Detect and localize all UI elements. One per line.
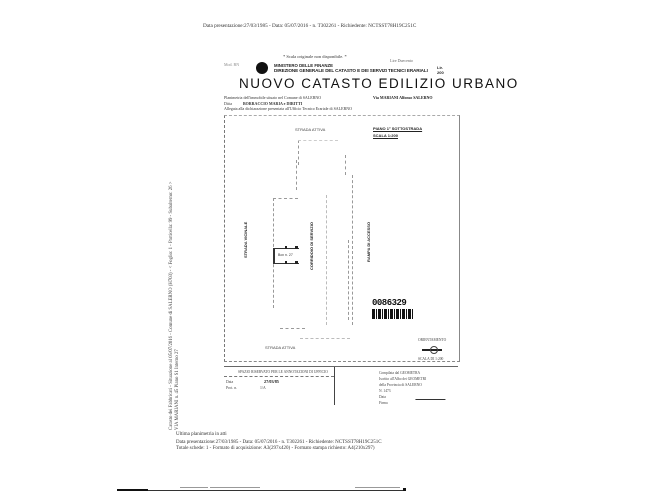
floor-plan-frame xyxy=(224,115,460,362)
plan-wall xyxy=(273,198,298,199)
surveyor-line: della Provincia di SALERNO xyxy=(379,383,422,387)
box-wall-top xyxy=(275,248,299,249)
box-corner xyxy=(295,261,298,264)
plan-wall xyxy=(280,328,305,329)
page-bottom-mark xyxy=(180,487,208,488)
protocol-value: 1/A xyxy=(260,386,266,390)
page-bottom-mark xyxy=(355,487,400,488)
surveyor-line: N. 1473 xyxy=(379,389,391,393)
stamp-number: 0086329 xyxy=(372,298,407,308)
plan-wall xyxy=(326,195,327,325)
owner-line: Ditta BORRACCIO MARIA e DIRITTI xyxy=(224,101,302,106)
table-header: SPAZIO RISERVATO PER LE ANNOTAZIONI DI U… xyxy=(238,370,328,374)
page-bottom-mark xyxy=(117,489,148,491)
form-tag: Mod. BN xyxy=(224,62,240,67)
lir-value: 200 xyxy=(437,69,444,75)
side-caption-line2: VIA MARIANI n. 45 Piano S1 Interno 27 xyxy=(175,349,180,430)
date-label: Data xyxy=(226,380,234,384)
plan-wall xyxy=(296,160,297,190)
stamp-barcode xyxy=(372,309,414,319)
surveyor-block: Compilata dal GEOMETRA Iscritto all'Albo… xyxy=(379,370,426,406)
footer-line2: Totale schede: 1 - Formato di acquisizio… xyxy=(176,446,375,451)
page-bottom-rule xyxy=(117,490,405,491)
document-title: NUOVO CATASTO EDILIZIO URBANO xyxy=(239,76,519,91)
directorate-name: DIREZIONE GENERALE DEL CATASTO E DEI SER… xyxy=(274,68,428,73)
plan-wall xyxy=(352,175,353,325)
office-annotations-table: SPAZIO RISERVATO PER LE ANNOTAZIONI DI U… xyxy=(224,366,458,405)
owner-label: Ditta xyxy=(224,101,232,106)
republic-emblem-icon xyxy=(256,62,268,74)
side-caption: Catasto dei Fabbricati - Situazione al 0… xyxy=(169,182,181,430)
plan-scale-label: SCALA DI 1:200 xyxy=(418,357,444,361)
attachment-line: Allegata alla dichiarazione presentata a… xyxy=(224,106,353,111)
plan-label-top: STRADA ATTIVA xyxy=(295,127,326,132)
plan-wall xyxy=(300,338,350,339)
plan-label-bottom: STRADA ATTIVA xyxy=(265,345,296,350)
metadata-header-line: Data presentazione:27/03/1985 - Data: 05… xyxy=(203,23,417,29)
office-annotations-left: SPAZIO RISERVATO PER LE ANNOTAZIONI DI U… xyxy=(224,367,335,405)
orientation-label: ORIENTAMENTO xyxy=(418,338,447,342)
scale-note: * Scala originale non disponibile. * xyxy=(283,54,347,59)
surveyor-line: Iscritto all'Albo dei GEOMETRI xyxy=(379,377,427,381)
property-location: Planimetria dell'immobile situato nel Co… xyxy=(224,95,322,100)
footer-label: Ultima planimetria in atti xyxy=(176,432,227,437)
plan-scale-title: SCALA 1:200 xyxy=(373,133,398,138)
surveyor-line: Compilata dal GEOMETRA xyxy=(379,371,421,375)
price-tag: Lire Duecento xyxy=(390,58,413,63)
box-mark xyxy=(285,246,287,249)
signature-scribble xyxy=(415,396,447,400)
owner-value: BORRACCIO MARIA e DIRITTI xyxy=(243,101,303,106)
property-address: Via MARIANI Alfonso SALERNO xyxy=(373,95,433,100)
date-value: 27/03/85 xyxy=(264,379,279,384)
page-bottom-mark xyxy=(403,488,406,491)
footer-line1: Data presentazione:27/03/1985 - Data: 05… xyxy=(176,440,382,445)
lir-label: Lir. xyxy=(437,65,444,70)
plan-wall xyxy=(345,155,346,175)
registration-stamp: 0086329 xyxy=(372,299,416,321)
protocol-label: Prot. n. xyxy=(226,386,238,390)
plan-label-left: STRADA VICINALE xyxy=(243,221,248,258)
page-bottom-mark xyxy=(210,487,260,488)
surveyor-line: Data xyxy=(379,395,386,399)
box-room: Box n. 27 xyxy=(273,246,299,264)
plan-wall xyxy=(348,240,349,320)
stamp-value: Lir. 200 xyxy=(437,65,444,75)
plan-floor-title: PIANO 1° SOTTOSTRADA xyxy=(373,126,423,131)
box-wall-bottom xyxy=(275,263,299,264)
table-divider xyxy=(224,376,334,377)
compass-icon xyxy=(430,346,438,354)
box-corner xyxy=(295,246,298,249)
plan-wall xyxy=(298,140,299,165)
plan-label-ramp: RAMPA DI ACCESSO xyxy=(366,221,371,262)
box-label: Box n. 27 xyxy=(278,253,293,257)
ministry-name: MINISTERO DELLE FINANZE xyxy=(274,63,333,68)
plan-wall xyxy=(298,140,338,141)
box-mark xyxy=(285,261,287,264)
plan-label-corridor: CORRIDOIO DI SERVIZIO xyxy=(309,222,314,270)
surveyor-signature-line: Firma xyxy=(379,401,388,405)
